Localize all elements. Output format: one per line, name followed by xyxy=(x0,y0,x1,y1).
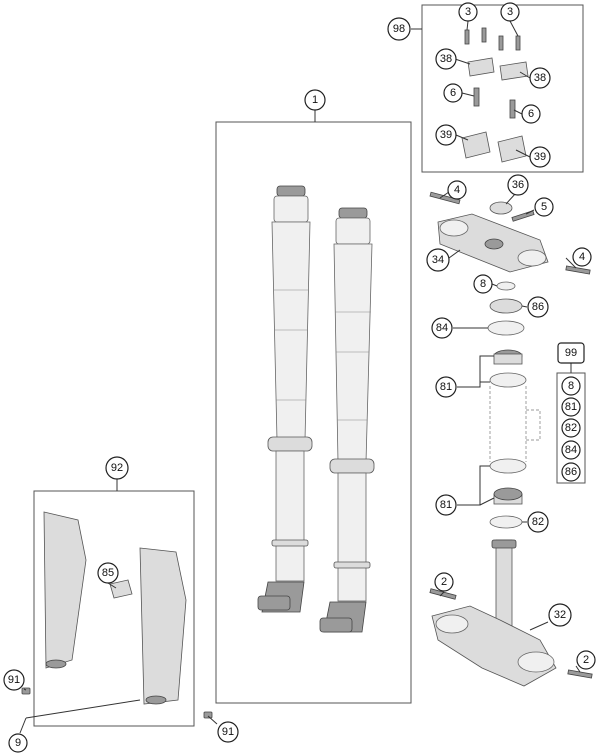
callout-6-b-text: 6 xyxy=(528,108,534,120)
callout-98-text: 98 xyxy=(393,23,405,35)
callout-32-text: 32 xyxy=(554,609,566,621)
callout-81-a-text: 81 xyxy=(440,381,452,393)
kit-item-82-text: 82 xyxy=(565,422,577,434)
callout-91-b: 91 xyxy=(217,721,239,743)
right-fork-leg xyxy=(319,207,375,633)
kit-item-81: 81 xyxy=(561,397,581,417)
callout-85-text: 85 xyxy=(102,567,114,579)
kit-item-86: 86 xyxy=(561,462,581,482)
callout-2-a: 2 xyxy=(434,572,454,592)
callout-6-a-text: 6 xyxy=(450,87,456,99)
callout-5-text: 5 xyxy=(541,201,547,213)
callout-32: 32 xyxy=(548,603,572,627)
kit-item-86-text: 86 xyxy=(565,466,577,478)
fork-guards xyxy=(21,511,213,719)
callout-3-a-text: 3 xyxy=(465,6,471,18)
clamp-kit-frame xyxy=(421,4,584,173)
callout-86-text: 86 xyxy=(532,301,544,313)
callout-2-b-text: 2 xyxy=(583,654,589,666)
callout-91-a: 91 xyxy=(3,669,25,691)
kit-item-8-text: 8 xyxy=(568,380,574,392)
callout-92: 92 xyxy=(105,456,129,480)
callout-81-b-text: 81 xyxy=(440,499,452,511)
callout-84-text: 84 xyxy=(436,322,448,334)
callout-8: 8 xyxy=(473,274,493,294)
callout-38-a-text: 38 xyxy=(440,53,452,65)
callout-4-b-text: 4 xyxy=(579,251,585,263)
callout-36-text: 36 xyxy=(512,179,524,191)
callout-39-a-text: 39 xyxy=(440,129,452,141)
callout-34-text: 34 xyxy=(432,254,444,266)
callout-1: 1 xyxy=(304,89,326,111)
callout-84: 84 xyxy=(431,317,453,339)
callout-98: 98 xyxy=(387,17,411,41)
callout-3-b: 3 xyxy=(500,2,520,22)
callout-38-b: 38 xyxy=(529,67,551,89)
fork-group-frame xyxy=(215,121,412,704)
callout-2-a-text: 2 xyxy=(441,576,447,588)
lower-triple-clamp xyxy=(429,539,593,687)
callout-39-b: 39 xyxy=(529,146,551,168)
callout-4-b: 4 xyxy=(572,247,592,267)
callout-5: 5 xyxy=(534,197,554,217)
kit-item-84-text: 84 xyxy=(565,444,577,456)
callout-6-b: 6 xyxy=(521,104,541,124)
callout-91-a-text: 91 xyxy=(8,674,20,686)
left-fork-leg xyxy=(257,185,313,613)
callout-39-a: 39 xyxy=(435,124,457,146)
callout-81-a: 81 xyxy=(435,376,457,398)
callout-82: 82 xyxy=(527,511,549,533)
upper-triple-clamp xyxy=(429,191,591,275)
kit-item-84: 84 xyxy=(561,440,581,460)
callout-4-a-text: 4 xyxy=(454,184,460,196)
callout-9-text: 9 xyxy=(15,737,21,749)
callout-36: 36 xyxy=(507,174,529,196)
kit-item-8: 8 xyxy=(561,376,581,396)
callout-9: 9 xyxy=(8,733,28,753)
clamp-kit-parts xyxy=(461,27,529,163)
callout-39-b-text: 39 xyxy=(534,151,546,163)
fork-guard-frame xyxy=(33,490,195,727)
callout-38-b-text: 38 xyxy=(534,72,546,84)
kit-item-82: 82 xyxy=(561,418,581,438)
callout-81-b: 81 xyxy=(435,494,457,516)
callout-99-text: 99 xyxy=(565,347,577,359)
callout-92-text: 92 xyxy=(111,462,123,474)
steering-bearing-stack xyxy=(487,281,541,529)
callout-82-text: 82 xyxy=(532,516,544,528)
callout-6-a: 6 xyxy=(443,83,463,103)
callout-34: 34 xyxy=(426,248,450,272)
callout-3-b-text: 3 xyxy=(507,6,513,18)
callout-85: 85 xyxy=(97,562,119,584)
kit-item-81-text: 81 xyxy=(565,401,577,413)
callout-1-text: 1 xyxy=(312,94,318,106)
callout-8-text: 8 xyxy=(480,278,486,290)
callout-99: 99 xyxy=(557,342,585,364)
callout-3-a: 3 xyxy=(458,2,478,22)
callout-38-a: 38 xyxy=(435,48,457,70)
callout-91-b-text: 91 xyxy=(222,726,234,738)
callout-86: 86 xyxy=(527,296,549,318)
callout-2-b: 2 xyxy=(576,650,596,670)
leader-lines xyxy=(19,20,581,734)
callout-4-a: 4 xyxy=(447,180,467,200)
